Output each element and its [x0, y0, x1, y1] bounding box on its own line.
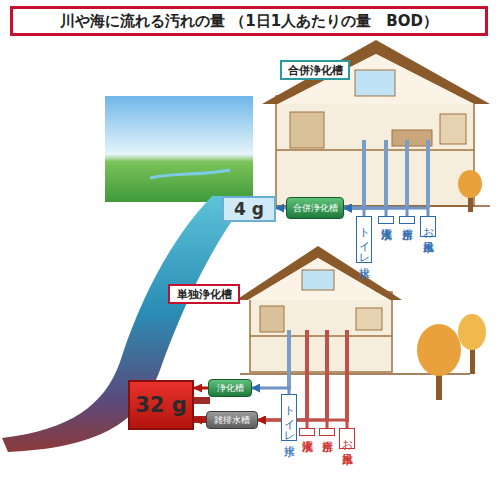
node-text: 浄化槽	[217, 382, 244, 395]
node-text: 単独浄化槽	[177, 287, 232, 302]
drain-pipe	[345, 330, 349, 422]
septic-tank: 浄化槽	[208, 379, 252, 397]
house-roof	[262, 40, 490, 104]
washing-machine	[290, 112, 324, 148]
drain-pipe	[305, 330, 309, 422]
house-attic	[248, 258, 390, 300]
house-floor	[250, 335, 392, 337]
section-heading: 合併浄化槽	[280, 60, 350, 80]
landscape-picture	[105, 96, 253, 202]
node-text: トイレ排水	[283, 398, 296, 437]
node-text: お風呂排水	[422, 220, 435, 233]
house-body	[276, 96, 474, 206]
pipe-connector	[258, 420, 347, 428]
tree-crown	[417, 324, 461, 376]
drain-label: 洗濯排水	[378, 216, 394, 224]
drain-label: お風呂排水	[339, 428, 355, 449]
amount-box: 32 g	[128, 380, 194, 430]
house-window	[302, 270, 334, 290]
drain-label: 洗濯排水	[299, 428, 315, 436]
section-heading: 単独浄化槽	[168, 284, 240, 304]
drain-pipe	[384, 140, 388, 208]
tree-crown	[458, 170, 482, 198]
drain-label: 台所排水	[399, 216, 415, 224]
drain-pipe	[426, 140, 430, 208]
outlet-pipe	[194, 397, 210, 404]
drain-label: 台所排水	[319, 428, 335, 436]
node-text: トイレ排水	[358, 220, 371, 259]
drain-pipe	[287, 330, 291, 390]
house-window	[355, 70, 395, 96]
pipe-connector	[276, 207, 286, 210]
title-text: 川や海に流れる汚れの量 （1日1人あたりの量 BOD）	[60, 12, 438, 31]
drain-pipe	[405, 140, 409, 208]
node-text: 32 g	[135, 393, 187, 417]
drain-label: トイレ排水	[356, 216, 372, 263]
title-box: 川や海に流れる汚れの量 （1日1人あたりの量 BOD）	[10, 6, 488, 36]
drain-label: お風呂排水	[420, 216, 436, 237]
drain-pipe	[362, 140, 366, 208]
pipe-connector	[194, 387, 208, 390]
amount-box: 4 g	[222, 196, 276, 222]
bathtub	[440, 114, 466, 144]
node-text: 合併浄化槽	[293, 202, 338, 215]
drain-label: トイレ排水	[281, 394, 297, 441]
septic-tank: 合併浄化槽	[286, 197, 344, 219]
washing-machine	[260, 306, 284, 332]
waste-water-tank: 雑排水槽	[206, 411, 258, 429]
house-floor	[276, 149, 474, 151]
house-roof	[236, 246, 402, 300]
house-attic	[278, 54, 474, 104]
node-text: お風呂排水	[341, 432, 354, 445]
node-text: 雑排水槽	[214, 414, 250, 427]
node-text: 合併浄化槽	[288, 63, 343, 78]
node-text: 4 g	[234, 199, 264, 219]
bathtub	[356, 308, 382, 330]
tree-crown	[458, 314, 486, 350]
drain-pipe	[325, 330, 329, 422]
house-body	[250, 292, 392, 372]
pipe-connector	[344, 208, 428, 216]
pipe-connector	[194, 419, 206, 422]
landscape-stream	[150, 170, 230, 178]
